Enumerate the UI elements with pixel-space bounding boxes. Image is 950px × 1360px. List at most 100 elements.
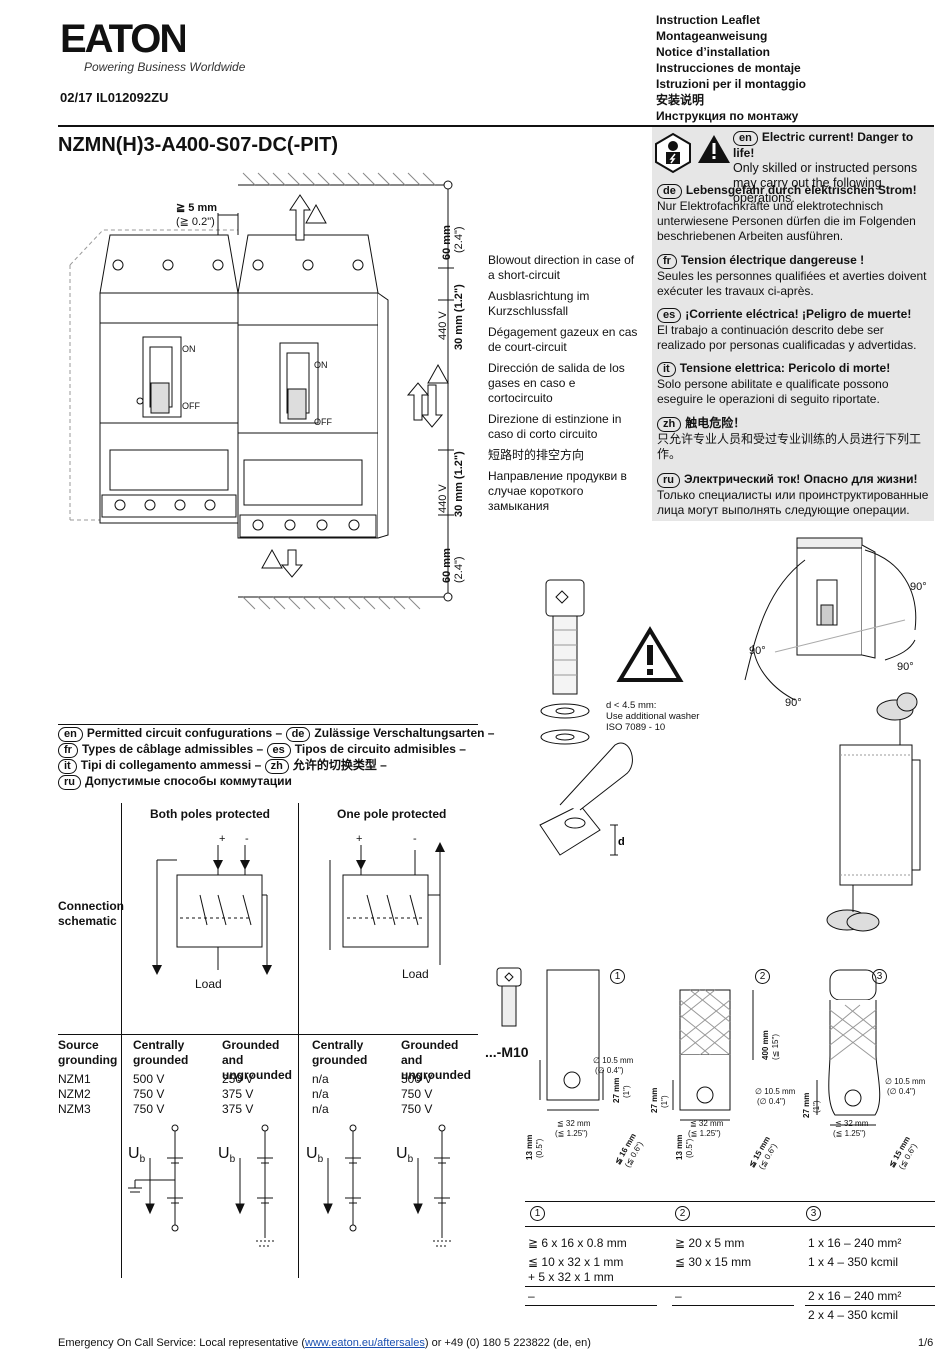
bore-label: ∅ 10.5 mm xyxy=(593,1056,634,1065)
footer-suffix: ) or +49 (0) 180 5 223822 (de, en) xyxy=(424,1337,591,1349)
head-grounded: Grounded and ungrounded xyxy=(222,1038,292,1082)
lang-badge: it xyxy=(657,362,676,377)
ub-label: Ub xyxy=(128,1145,146,1165)
base-height-label: 13 mm xyxy=(675,1135,684,1160)
lang-badge: fr xyxy=(58,743,78,758)
aftersales-link[interactable]: www.eaton.eu/aftersales xyxy=(305,1337,425,1349)
off-label: OFF xyxy=(314,417,332,427)
table-cell: 2 x 4 – 350 kcmil xyxy=(808,1308,899,1322)
clearance-label: ≧ 5 mm xyxy=(176,202,217,214)
blowout-texts: Blowout direction in case of a short-cir… xyxy=(488,253,638,514)
table-cell: – xyxy=(675,1289,682,1303)
on-label: ON xyxy=(314,360,328,370)
washer-note-line: d < 4.5 mm: xyxy=(606,700,657,711)
conductor-number: 2 xyxy=(755,969,770,984)
leaflet-title: 安装说明 xyxy=(656,93,705,107)
bore-label-in: (∅ 0.4") xyxy=(595,1066,624,1075)
conductor-number: 1 xyxy=(610,969,625,984)
height-label: 27 mm xyxy=(650,1088,659,1113)
connection-schematics: + - + - Load Load xyxy=(152,833,445,991)
load-label: Load xyxy=(195,977,222,991)
footer-prefix: Emergency On Call Service: Local represe… xyxy=(58,1337,305,1349)
electrician-icon xyxy=(654,132,692,179)
angle-label: 90° xyxy=(785,697,802,709)
warning-head: 触电危险！ xyxy=(685,416,746,430)
cell: n/a xyxy=(312,1072,329,1086)
blowout-text: 短路时的排空方向 xyxy=(488,448,585,462)
leaflet-title: Montageanweisung xyxy=(656,29,768,43)
warning-head: ¡Corriente eléctrica! ¡Peligro de muerte… xyxy=(685,307,912,321)
warning-head: Electric current! Danger to life! xyxy=(733,130,914,160)
config-heading-text: Zulässige Verschaltungsarten – xyxy=(314,726,495,740)
warning-body: Solo persone abilitate e qualificate pos… xyxy=(657,377,889,406)
bore-label-in: (∅ 0.4") xyxy=(887,1087,916,1096)
height-label: 27 mm xyxy=(612,1078,621,1103)
lang-badge: ru xyxy=(58,775,81,790)
warning-es: es¡Corriente eléctrica! ¡Peligro de muer… xyxy=(657,307,933,353)
base-height-label: 13 mm xyxy=(525,1135,534,1160)
config-heading-text: Tipos de circuito admisibles – xyxy=(294,742,466,756)
conductor-table-rule xyxy=(525,1226,935,1227)
cell: 750 V xyxy=(133,1087,165,1101)
cell: 500 V xyxy=(401,1072,433,1086)
conductor-table-rule xyxy=(525,1286,935,1287)
width-label-in: (≦ 1.25") xyxy=(833,1129,866,1138)
height-label-in: (1") xyxy=(812,1100,821,1113)
warning-box xyxy=(652,127,934,521)
washer-note-line: Use additional washer xyxy=(606,711,700,722)
lang-badge: en xyxy=(58,727,83,742)
width-label: ≦ 32 mm xyxy=(557,1119,591,1128)
angle-label: 90° xyxy=(897,661,914,673)
lang-badge: zh xyxy=(657,417,682,432)
table-cell: 2 x 16 – 240 mm² xyxy=(808,1289,902,1303)
danger-icon xyxy=(697,134,731,169)
warning-body: 只允许专业人员和受过专业训练的人员进行下列工作。 xyxy=(657,432,922,461)
load-label: Load xyxy=(402,967,429,981)
mounting-position-drawing: 90° 90° 90° 90° xyxy=(744,537,927,932)
config-divider xyxy=(121,803,122,1278)
width-label-in: (≦ 1.25") xyxy=(555,1129,588,1138)
row-connection-schematic: Connection schematic xyxy=(58,899,124,928)
brand-logo: EATON xyxy=(60,17,188,63)
table-col-2: ≧ 20 x 5 mm ≦ 30 x 15 mm – xyxy=(675,1236,751,1304)
cell: NZM3 xyxy=(58,1102,91,1116)
width-label: ≦ 32 mm xyxy=(835,1119,869,1128)
config-divider xyxy=(298,803,299,1278)
warning-body: Nur Elektrofachkräfte und elektrotechnis… xyxy=(657,199,916,243)
warning-body: Seules les personnes qualifiées et avert… xyxy=(657,269,927,298)
cell: n/a xyxy=(312,1087,329,1101)
bore-label: ∅ 10.5 mm xyxy=(885,1077,926,1086)
bore-label-in: (∅ 0.4") xyxy=(757,1097,786,1106)
bore-label: ∅ 10.5 mm xyxy=(755,1087,796,1096)
table-head-number: 3 xyxy=(806,1206,821,1221)
warning-head: Электрический ток! Опасно для жизни! xyxy=(684,472,918,486)
off-label: OFF xyxy=(182,401,200,411)
minus-label: - xyxy=(413,833,417,845)
conductor-number: 3 xyxy=(872,969,887,984)
header-rule xyxy=(58,125,934,127)
breaker-installation-drawing: ON OFF ON OFF ≧ 5 mm (≧ 0.2") 60 mm (2.4… xyxy=(69,172,465,610)
dim-60-bottom: 60 mm xyxy=(441,548,453,583)
leaflet-titles: Instruction Leaflet Montageanweisung Not… xyxy=(656,12,806,124)
dim-60-top-in: (2.4") xyxy=(453,226,465,253)
table-col-1: ≧ 6 x 16 x 0.8 mm ≦ 10 x 32 x 1 mm + 5 x… xyxy=(528,1236,627,1304)
leaflet-title: Instruction Leaflet xyxy=(656,13,761,27)
washer-note: d < 4.5 mm: Use additional washer ISO 70… xyxy=(606,700,699,733)
ub-label: Ub xyxy=(218,1145,236,1165)
width-label-in: (≦ 1.25") xyxy=(688,1129,721,1138)
height-label-in: (1") xyxy=(660,1095,669,1108)
config-rule xyxy=(58,724,478,725)
warning-body: Only skilled or instructed persons may c… xyxy=(733,161,918,205)
config-heading-text: Types de câblage admissibles – xyxy=(81,742,264,756)
head-centrally: Centrally grounded xyxy=(312,1038,368,1067)
blowout-text: Направление продукви в случае короткого … xyxy=(488,469,627,513)
width-label: ≦ 32 mm xyxy=(690,1119,724,1128)
cell: NZM1 xyxy=(58,1072,91,1086)
ub-label: Ub xyxy=(396,1145,414,1165)
angle-label: 90° xyxy=(749,645,766,657)
